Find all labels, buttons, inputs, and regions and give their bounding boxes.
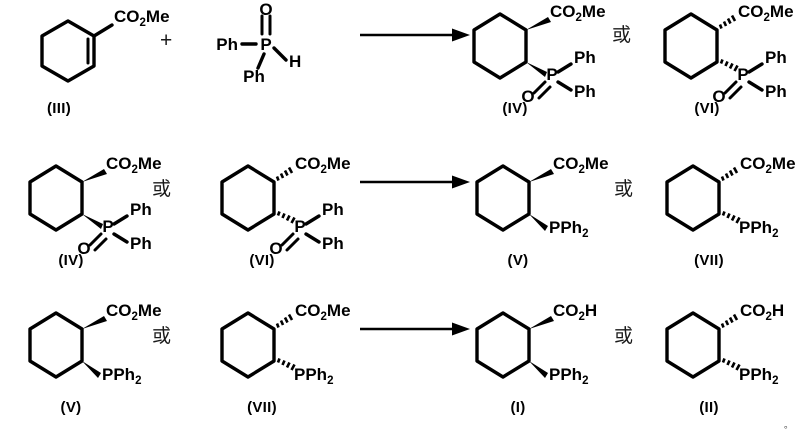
label-co2me: CO2Me: [550, 2, 606, 24]
label-pph2: PPh2: [739, 218, 778, 240]
structure-VI-reactant: CO2Me P O Ph Ph: [200, 154, 360, 258]
hash-bond-co2me: [275, 313, 294, 328]
hash-bond-co2me: [275, 166, 294, 181]
label-ph-left: Ph: [216, 35, 238, 54]
structure-label-VI-row2: (VI): [249, 252, 275, 269]
structure-III: CO2Me: [14, 6, 184, 96]
hash-bond-pph2: [721, 211, 741, 224]
label-ph-lower: Ph: [322, 234, 344, 253]
hash-bond-phosphorus: [276, 211, 296, 224]
reaction-row-1: CO2Me (III) + O P Ph H: [0, 0, 800, 140]
label-phosphorus: P: [546, 65, 557, 84]
hash-bond-pph2: [276, 358, 296, 371]
hash-bond-co2h: [720, 313, 739, 328]
label-ph-lower: Ph: [765, 82, 787, 101]
reaction-arrow-1: [358, 25, 472, 45]
label-oxygen: O: [521, 87, 534, 106]
label-oxygen: O: [269, 239, 282, 258]
label-co2me: CO2Me: [295, 301, 351, 323]
structure-VI: CO2Me P O Ph Ph: [643, 2, 800, 106]
label-co2me: CO2Me: [106, 154, 162, 176]
label-pph2: PPh2: [102, 365, 141, 387]
or-operator-row3-right: 或: [614, 325, 634, 347]
label-oxygen: O: [77, 239, 90, 258]
structure-VII-reactant: CO2Me PPh2: [200, 301, 360, 401]
or-operator-row2-right: 或: [614, 178, 634, 200]
reaction-row-3: CO2Me PPh2 (V) 或 CO2: [0, 285, 800, 436]
structure-II: CO2H PPh2: [645, 301, 800, 401]
structure-label-IV-row2: (IV): [58, 252, 84, 269]
structure-label-V: (V): [507, 252, 529, 269]
structure-label-III: (III): [47, 100, 71, 117]
label-phosphorus: P: [260, 35, 271, 54]
structure-label-V-row3: (V): [60, 399, 82, 416]
label-co2me: CO2Me: [738, 2, 794, 24]
structure-label-VI: (VI): [694, 100, 720, 117]
label-co2me: CO2Me: [295, 154, 351, 176]
reaction-arrow-2: [358, 172, 472, 192]
structure-I: CO2H PPh2: [455, 301, 615, 401]
label-pph2: PPh2: [739, 365, 778, 387]
label-hydrogen: H: [289, 52, 301, 71]
hash-bond-co2me: [720, 166, 739, 181]
structure-label-II: (II): [699, 399, 719, 416]
label-oxygen: O: [712, 87, 725, 106]
label-pph2: PPh2: [549, 365, 588, 387]
structure-diphenylphosphine-oxide: O P Ph H Ph: [204, 0, 334, 94]
label-co2me: CO2Me: [114, 7, 170, 29]
structure-label-VII-row3: (VII): [247, 399, 277, 416]
label-oxygen: O: [259, 0, 272, 19]
hash-bond-phosphorus: [719, 59, 739, 72]
or-operator-row1: 或: [612, 24, 632, 46]
label-ph-bottom: Ph: [243, 67, 265, 86]
hash-bond-pph2: [721, 358, 741, 371]
hash-bond-co2me: [718, 14, 737, 29]
label-ph-upper: Ph: [322, 200, 344, 219]
structure-IV: CO2Me P O Ph Ph: [452, 2, 612, 106]
label-co2h: CO2H: [740, 301, 784, 323]
trailing-period: 。: [784, 421, 794, 431]
structure-V-reactant: CO2Me PPh2: [8, 301, 168, 401]
label-co2me: CO2Me: [740, 154, 796, 176]
label-co2me: CO2Me: [106, 301, 162, 323]
label-co2h: CO2H: [553, 301, 597, 323]
reaction-arrow-3: [358, 319, 472, 339]
structure-label-IV: (IV): [502, 100, 528, 117]
label-phosphorus: P: [294, 217, 305, 236]
structure-label-I: (I): [510, 399, 526, 416]
label-ph-lower: Ph: [130, 234, 152, 253]
label-phosphorus: P: [737, 65, 748, 84]
or-operator-row3-left: 或: [152, 325, 172, 347]
label-ph-upper: Ph: [130, 200, 152, 219]
or-operator-row2-left: 或: [152, 178, 172, 200]
structure-label-VII: (VII): [694, 252, 724, 269]
reaction-row-2: CO2Me P O Ph Ph (IV) 或: [0, 140, 800, 285]
structure-V: CO2Me PPh2: [455, 154, 615, 254]
label-pph2: PPh2: [294, 365, 333, 387]
structure-VII: CO2Me PPh2: [645, 154, 800, 254]
label-pph2: PPh2: [549, 218, 588, 240]
label-ph-upper: Ph: [765, 48, 787, 67]
label-phosphorus: P: [102, 217, 113, 236]
label-co2me: CO2Me: [553, 154, 609, 176]
label-ph-upper: Ph: [574, 48, 596, 67]
plus-operator: +: [160, 29, 173, 52]
label-ph-lower: Ph: [574, 82, 596, 101]
structure-IV-reactant: CO2Me P O Ph Ph: [8, 154, 168, 258]
